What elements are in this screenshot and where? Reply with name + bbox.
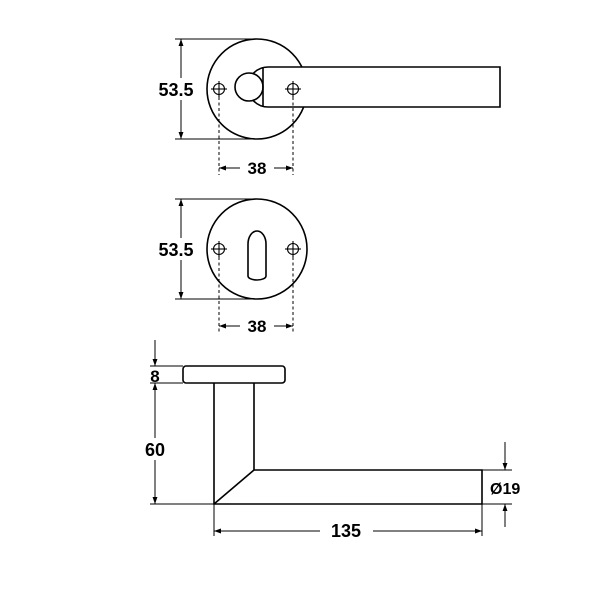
lever-arm-outline bbox=[247, 66, 501, 108]
lever-diameter-label: Ø19 bbox=[490, 481, 520, 498]
fixing-screw-left bbox=[211, 81, 227, 97]
escutcheon-outline bbox=[206, 198, 308, 300]
rose-fixing-centres-dimension bbox=[218, 97, 294, 175]
handle-side-elevation bbox=[150, 340, 512, 536]
rose-thickness-label: 8 bbox=[150, 367, 159, 386]
lever-length-dimension bbox=[213, 504, 483, 536]
rose-height-label: 53.5 bbox=[158, 80, 193, 100]
escutcheon-screw-right bbox=[285, 241, 301, 257]
rose-handle-front-view bbox=[175, 38, 501, 175]
lever-diameter-dimension bbox=[482, 442, 512, 527]
escutcheon-height-label: 53.5 bbox=[158, 240, 193, 260]
escutcheon-fixing-centres-dimension bbox=[218, 257, 294, 333]
fixing-screw-right bbox=[285, 81, 301, 97]
lever-mitre-line bbox=[213, 469, 255, 505]
lever-length-label: 135 bbox=[331, 521, 361, 541]
lever-side-profile bbox=[213, 383, 483, 505]
rose-side-plate bbox=[182, 365, 286, 384]
escutcheon-fixing-centres-label: 38 bbox=[248, 317, 267, 336]
cylinder-keyhole-profile bbox=[247, 230, 267, 281]
projection-label: 60 bbox=[145, 440, 165, 460]
rose-fixing-centres-label: 38 bbox=[248, 159, 267, 178]
lever-neck-circle bbox=[234, 72, 264, 102]
escutcheon-screw-left bbox=[211, 241, 227, 257]
escutcheon-front-view bbox=[175, 198, 308, 333]
